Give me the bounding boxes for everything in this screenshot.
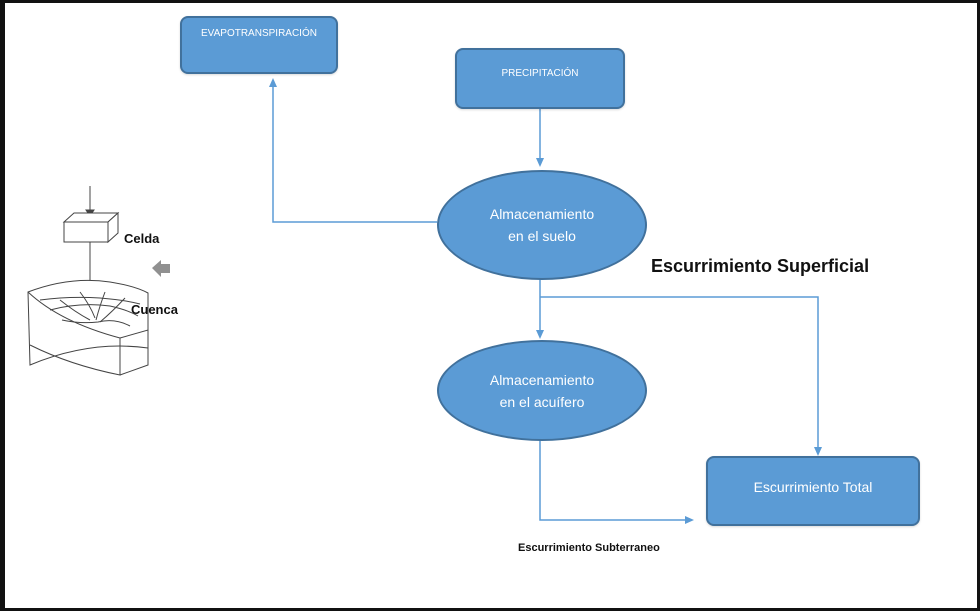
label-subsurface-runoff: Escurrimiento Subterraneo [518, 542, 660, 554]
basin-block [27, 279, 149, 376]
node-soil-storage: Almacenamiento en el suelo [437, 170, 647, 280]
cell-basin-illustration [27, 186, 149, 376]
connector-subsurface-runoff [539, 437, 694, 524]
pointer-arrow-icon [152, 260, 170, 277]
node-total-runoff: Escurrimiento Total [706, 456, 920, 526]
soil-storage-line-2: en el suelo [508, 228, 576, 244]
node-aquifer-storage-label: Almacenamiento en el acuífero [490, 369, 594, 413]
node-soil-storage-label: Almacenamiento en el suelo [490, 203, 594, 247]
node-evapotranspiration-label: EVAPOTRANSPIRACIÓN [201, 28, 317, 39]
connector-surface-runoff [540, 296, 822, 456]
label-cell: Celda [124, 231, 160, 246]
label-surface-runoff: Escurrimiento Superficial [651, 256, 870, 276]
soil-storage-line-1: Almacenamiento [489, 206, 595, 222]
node-total-runoff-label: Escurrimiento Total [753, 479, 873, 495]
cell-box [62, 211, 120, 244]
aquifer-storage-line-1: Almacenamiento [489, 371, 595, 388]
label-basin: Cuenca [131, 302, 178, 317]
node-precipitation: PRECIPITACIÓN [455, 48, 625, 109]
connector-soil-to-evapotranspiration [269, 78, 437, 223]
aquifer-storage-line-2: en el acuífero [499, 393, 585, 410]
node-aquifer-storage: Almacenamiento en el acuífero [437, 340, 647, 441]
node-evapotranspiration: EVAPOTRANSPIRACIÓN [180, 16, 338, 74]
node-precipitation-label: PRECIPITACIÓN [501, 68, 579, 79]
